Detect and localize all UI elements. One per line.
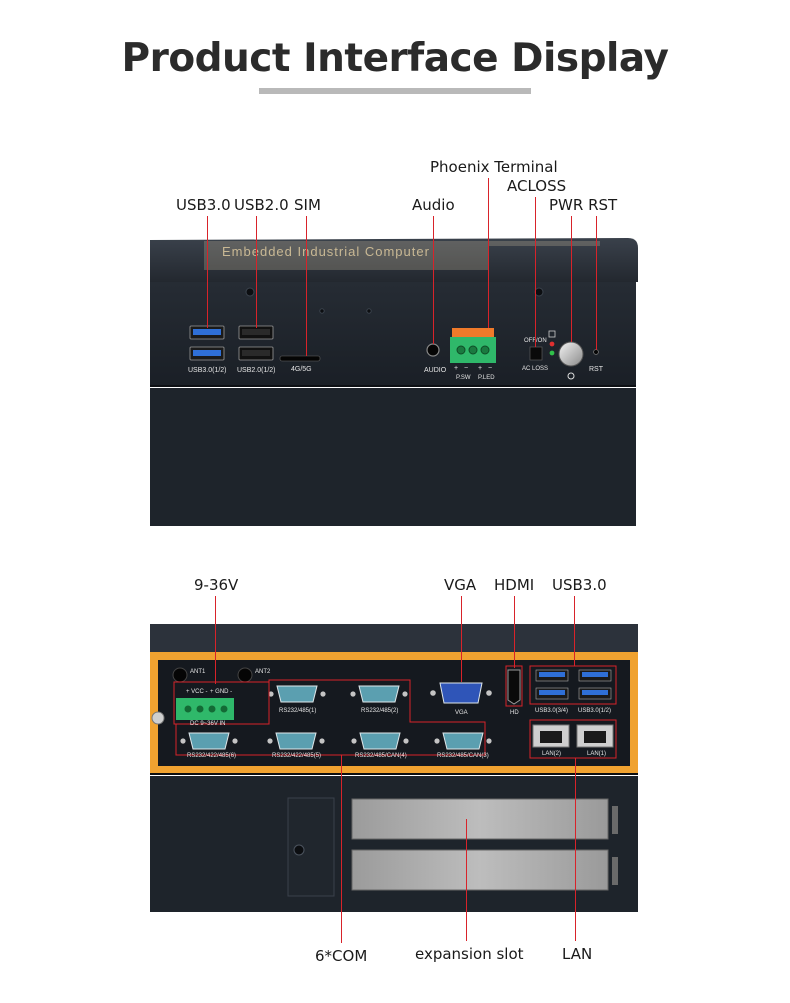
label-minus-1: − <box>464 365 469 372</box>
leader-com <box>341 755 342 943</box>
expansion-slot-2 <box>351 849 609 891</box>
top-led-green <box>549 350 555 356</box>
callout-vga: VGA <box>444 576 477 594</box>
label-gnd: + GND - <box>210 689 233 695</box>
leader-vga <box>461 596 462 682</box>
expansion-slot-1 <box>351 798 609 840</box>
label-com6: RS232/485/CAN(3) <box>437 753 489 759</box>
banner-text: Embedded Industrial Computer <box>222 244 430 259</box>
callout-audio: Audio <box>412 196 455 214</box>
label-com3: RS232/422/485(6) <box>187 753 237 759</box>
page-title: Product Interface Display <box>121 36 669 81</box>
callout-acloss: ACLOSS <box>507 177 567 195</box>
antenna-hole-2 <box>237 667 253 683</box>
com-screws <box>180 691 492 744</box>
label-com4: RS232/422/485(5) <box>272 753 322 759</box>
label-com5: RS232/485/CAN(4) <box>355 753 407 759</box>
top-acloss-switch <box>529 346 543 361</box>
label-usb3-34: USB3.0(3/4) <box>535 708 569 714</box>
leader-usb3 <box>207 216 208 328</box>
leader-usb3-rear <box>574 596 575 666</box>
callout-lan: LAN <box>562 945 593 963</box>
antenna-hole-1 <box>172 667 188 683</box>
top-usb2-ports <box>238 325 274 361</box>
bottom-device-lid <box>150 624 638 652</box>
label-vga: VGA <box>455 710 468 716</box>
leader-expansion <box>466 819 467 941</box>
callout-power: 9-36V <box>194 576 239 594</box>
leader-lan <box>575 758 576 941</box>
label-hd: HD <box>510 710 519 716</box>
leader-phoenix <box>488 178 489 328</box>
com-ports <box>188 685 484 750</box>
callout-com: 6*COM <box>315 947 368 965</box>
label-plus-2: + <box>478 365 483 372</box>
callout-hdmi: HDMI <box>494 576 535 594</box>
label-p-led: P.LED <box>478 375 495 381</box>
label-usb2-12: USB2.0(1/2) <box>237 367 276 374</box>
leader-acloss <box>535 197 536 347</box>
label-ant2: ANT2 <box>255 669 271 675</box>
top-sim-slot <box>279 355 321 362</box>
leader-usb2 <box>256 216 257 328</box>
callout-expansion: expansion slot <box>415 945 524 963</box>
dc-power-terminal <box>176 698 234 720</box>
label-plus-1: + <box>454 365 459 372</box>
top-device-lid <box>150 238 638 282</box>
label-usb3-12: USB3.0(1/2) <box>188 367 227 374</box>
ground-screw <box>151 711 165 725</box>
callout-phoenix: Phoenix Terminal <box>430 158 558 176</box>
top-lower-body <box>150 388 636 526</box>
leader-pwr <box>571 216 572 342</box>
hdmi-port <box>507 669 521 705</box>
callout-pwr-rst: PWR RST <box>549 196 618 214</box>
callout-usb3: USB3.0 <box>176 196 231 214</box>
top-screws <box>245 287 544 314</box>
rear-usb3-ports <box>535 669 612 700</box>
grouping-boxes <box>173 665 617 759</box>
label-lan1: LAN(1) <box>587 751 607 757</box>
label-vcc: + VCC - <box>186 689 208 695</box>
label-minus-2: − <box>488 365 493 372</box>
top-phoenix-terminal <box>450 328 496 363</box>
leader-power <box>215 596 216 684</box>
callout-usb3-rear: USB3.0 <box>552 576 607 594</box>
label-ac-loss: AC LOSS <box>522 366 549 372</box>
top-led-red <box>549 341 555 347</box>
label-com1: RS232/485(1) <box>279 708 317 714</box>
leader-sim <box>306 216 307 356</box>
label-rst: RST <box>589 366 603 373</box>
top-power-button <box>558 341 584 367</box>
label-usb3-12-rear: USB3.0(1/2) <box>578 708 612 714</box>
top-reset-hole <box>593 349 599 355</box>
callout-sim: SIM <box>294 196 321 214</box>
label-lan2: LAN(2) <box>542 751 562 757</box>
vga-port <box>430 682 492 704</box>
title-underline <box>259 88 531 94</box>
label-com2: RS232/485(2) <box>361 708 399 714</box>
bottom-lower-body <box>150 776 638 912</box>
label-ant1: ANT1 <box>190 669 206 675</box>
leader-audio <box>433 216 434 344</box>
label-p-sw: P.SW <box>456 375 471 381</box>
label-audio: AUDIO <box>424 367 447 374</box>
leader-hdmi <box>514 596 515 668</box>
callout-usb2: USB2.0 <box>234 196 289 214</box>
top-audio-jack <box>426 343 440 357</box>
leader-rst <box>596 216 597 350</box>
lan-ports <box>532 724 614 748</box>
label-dc-in: DC 9~36V IN <box>190 721 226 727</box>
label-sim: 4G/5G <box>291 366 312 373</box>
